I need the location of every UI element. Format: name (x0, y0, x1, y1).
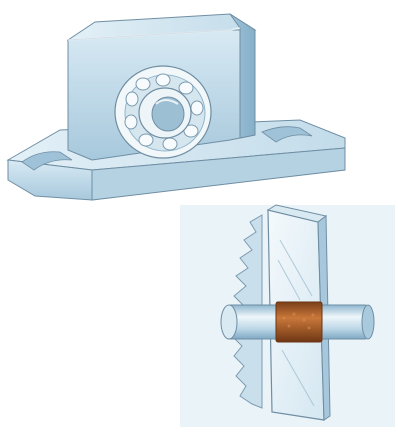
bearing-ball (125, 115, 137, 129)
pillow-block-bearing (8, 14, 345, 200)
bushing-grain (303, 319, 306, 322)
shaft-in-bearing-cross-section (180, 205, 395, 427)
bushing (276, 302, 322, 342)
bearing-ball (179, 82, 193, 94)
bearing-ball (163, 138, 177, 150)
shaft-end-left (221, 305, 237, 339)
bushing-grain (288, 325, 291, 328)
bushing-grain (283, 317, 286, 320)
bushing-grain (308, 327, 311, 330)
bearing-ball (136, 78, 150, 90)
bushing-grain (312, 314, 315, 317)
bushing-grain (293, 313, 296, 316)
bearing-ball (139, 134, 153, 146)
bearing-ball (191, 101, 203, 115)
bearing-ball (126, 92, 138, 106)
bearing-ball (156, 74, 170, 86)
shaft-end-right (362, 305, 374, 339)
